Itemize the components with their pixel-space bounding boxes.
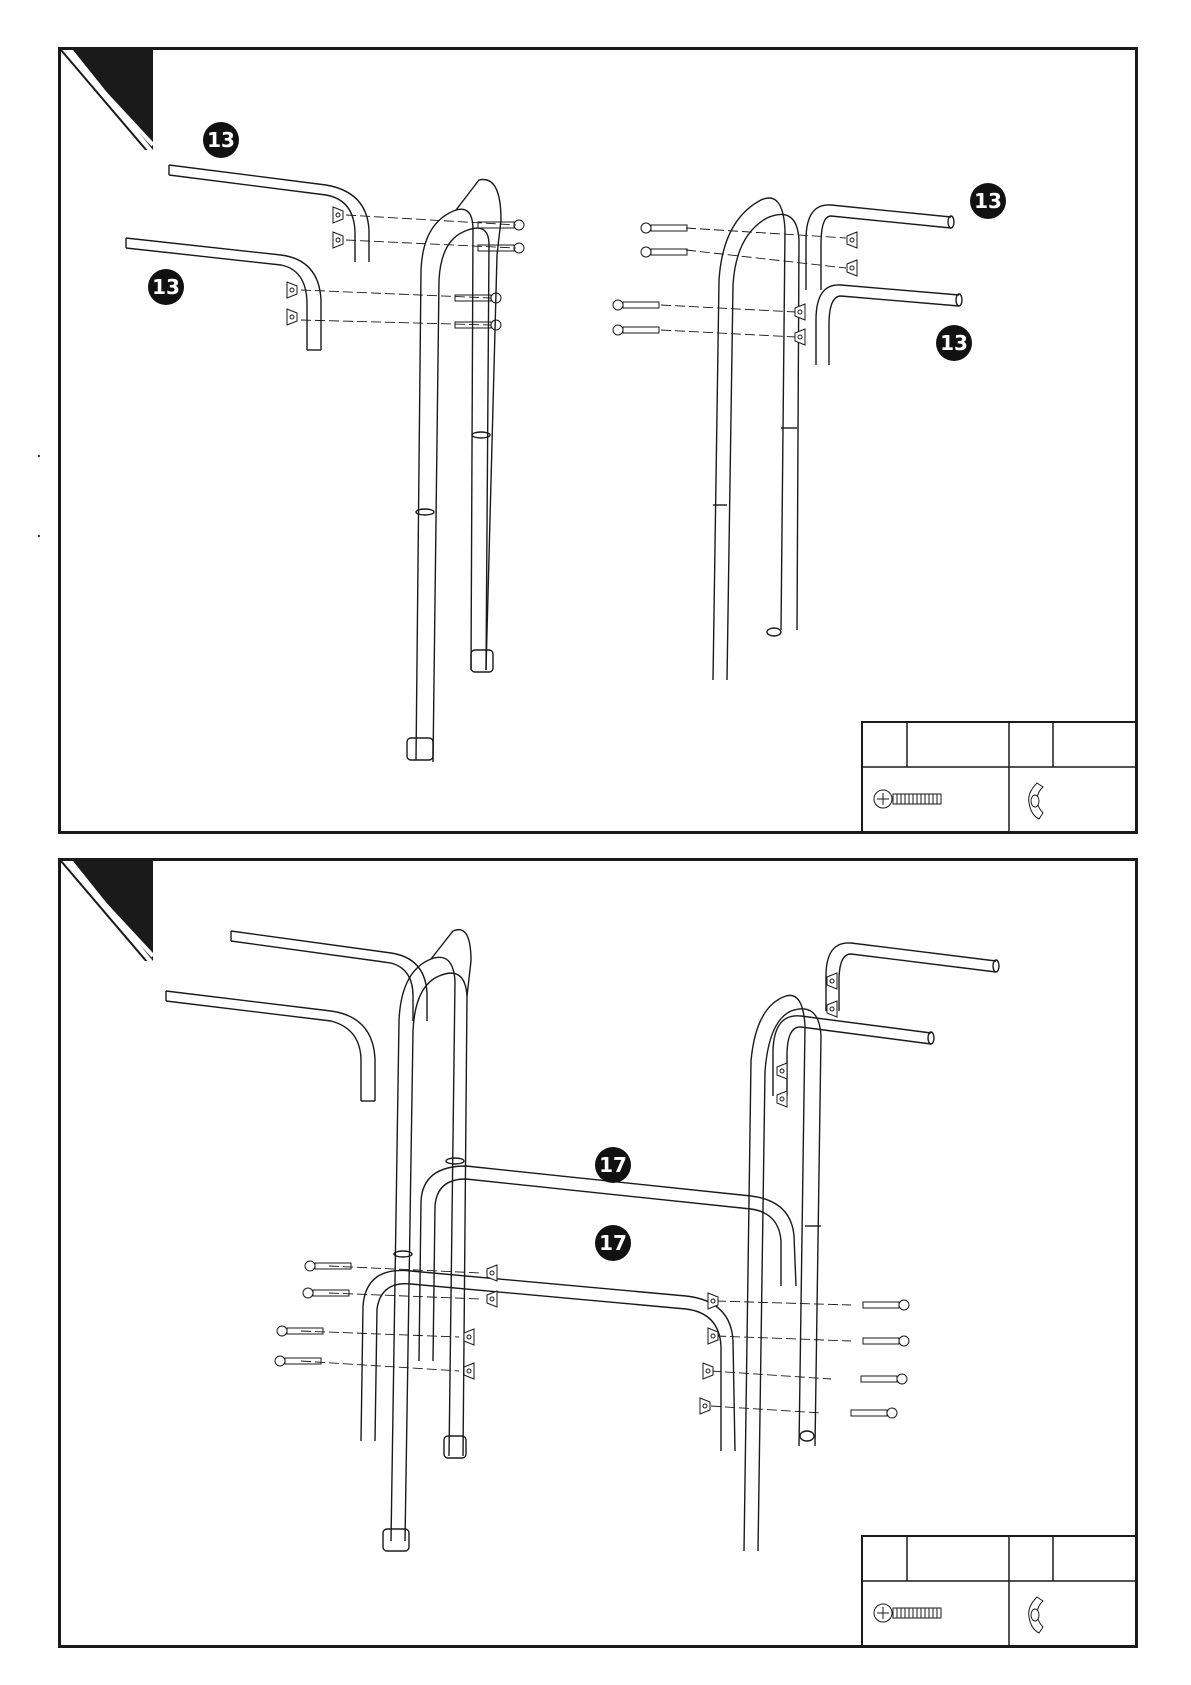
svg-text:13: 13	[974, 189, 1002, 213]
svg-text:17: 17	[599, 1231, 627, 1255]
svg-text:17: 17	[599, 1153, 627, 1177]
svg-text:13: 13	[940, 331, 968, 355]
panel-2-drawing: 17 17	[61, 861, 1135, 1645]
svg-text:13: 13	[207, 128, 235, 152]
margin-mark	[38, 535, 40, 537]
wing-nut-icon	[1029, 1597, 1043, 1633]
screw-icon	[874, 1604, 941, 1622]
part-label-17: 17	[595, 1225, 631, 1261]
part-label-13: 13	[936, 325, 972, 361]
hardware-parts-table	[861, 721, 1135, 831]
screw-icon	[874, 790, 941, 808]
margin-mark	[38, 455, 40, 457]
part-label-13: 13	[970, 183, 1006, 219]
hardware-parts-table	[861, 1535, 1135, 1645]
part-label-13: 13	[203, 122, 239, 158]
assembly-step-panel-1: 13 13 13 13	[58, 47, 1138, 834]
wing-nut-icon	[1029, 783, 1043, 819]
assembly-step-panel-2: 17 17	[58, 858, 1138, 1648]
part-label-17: 17	[595, 1147, 631, 1183]
part-label-13: 13	[148, 269, 184, 305]
svg-text:13: 13	[152, 275, 180, 299]
panel-1-drawing: 13 13 13 13	[61, 50, 1135, 831]
